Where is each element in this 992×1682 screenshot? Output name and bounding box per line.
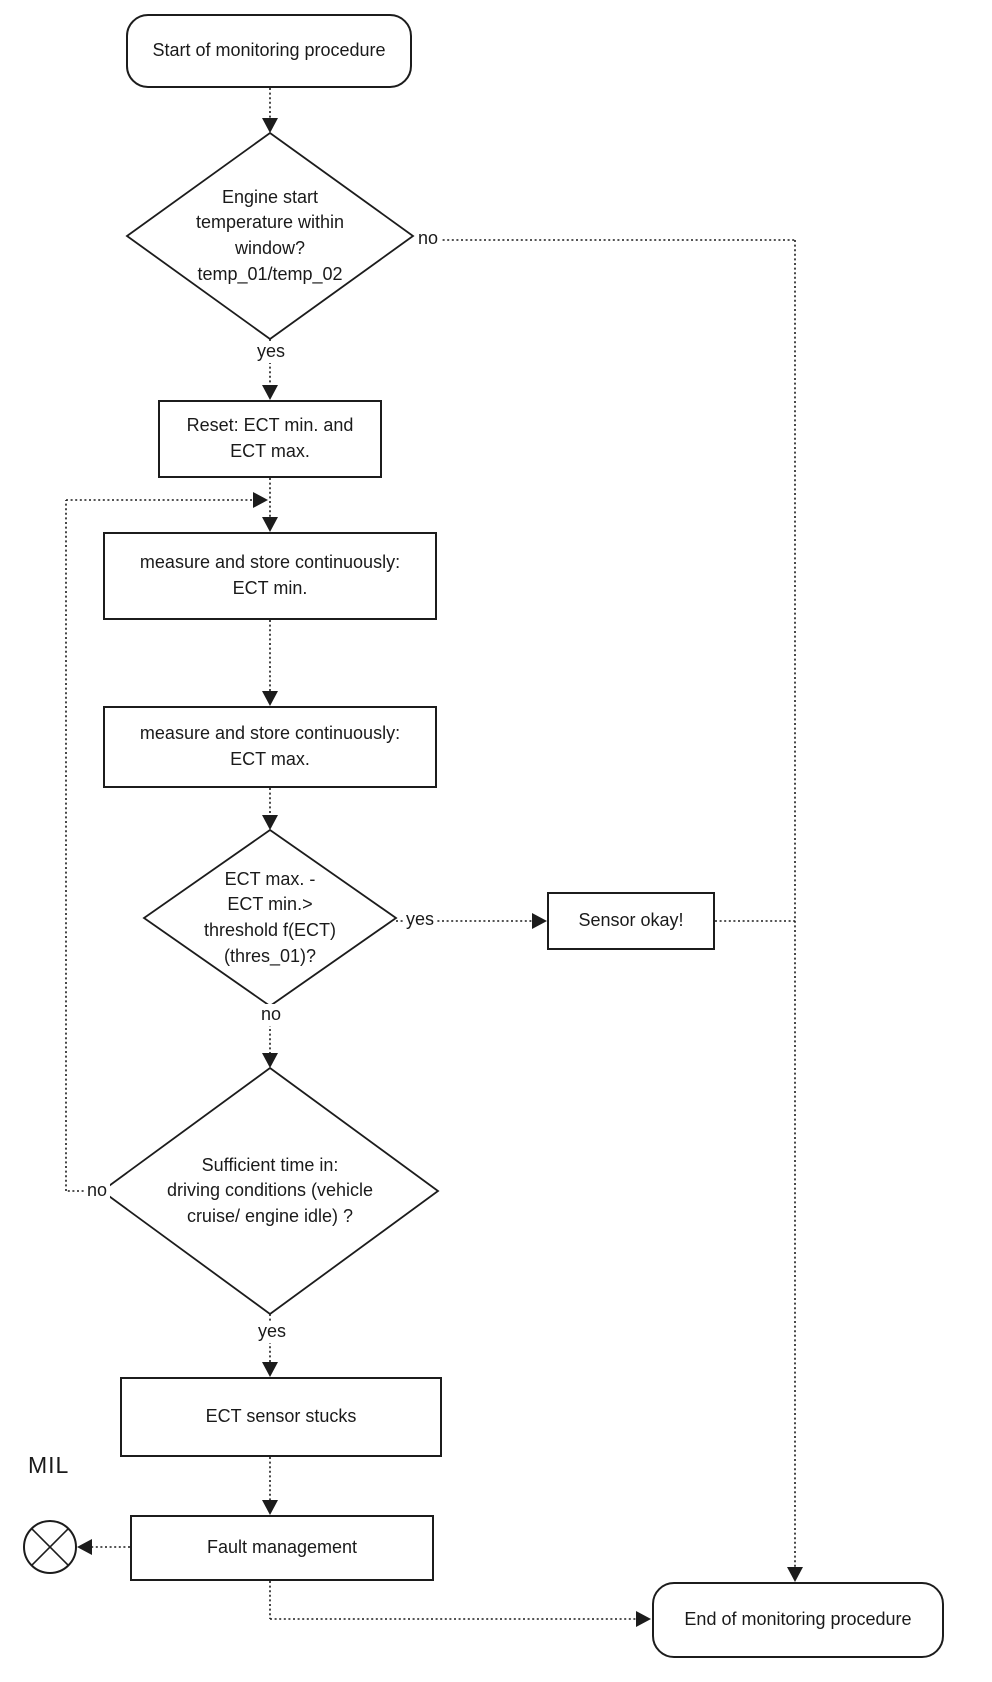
node-reset-line: Reset: ECT min. and: [186, 415, 354, 436]
node-sensor-okay: Sensor okay!: [547, 892, 715, 950]
edge-label-threshold-yes: yes: [402, 909, 438, 931]
edge-label-time-yes: yes: [254, 1321, 290, 1343]
node-measure-min-line: ECT min.: [232, 578, 308, 598]
decision-diamond-threshold: [142, 828, 398, 1008]
node-fault-management: Fault management: [130, 1515, 434, 1581]
mil-label: MIL: [28, 1452, 70, 1478]
node-end: End of monitoring procedure: [652, 1582, 944, 1658]
arrowheads: [77, 118, 803, 1627]
node-measure-min-line: measure and store continuously:: [139, 552, 401, 573]
node-reset: Reset: ECT min. and ECT max.: [158, 400, 382, 478]
edge-label-threshold-no: no: [257, 1004, 285, 1026]
decision-diamond-engine-start: [125, 131, 415, 341]
edge-label-engine-no: no: [415, 228, 442, 250]
edge-label-engine-yes: yes: [253, 341, 289, 363]
mil-lamp-icon: [23, 1520, 77, 1574]
node-fault-management-label: Fault management: [206, 1537, 358, 1558]
node-reset-line: ECT max.: [230, 441, 310, 461]
node-start-label: Start of monitoring procedure: [152, 40, 386, 61]
node-sensor-okay-label: Sensor okay!: [578, 910, 684, 931]
decision-diamond-sufficient-time: [100, 1066, 440, 1316]
node-measure-max-line: measure and store continuously:: [139, 723, 401, 744]
node-sensor-stucks: ECT sensor stucks: [120, 1377, 442, 1457]
node-sensor-stucks-label: ECT sensor stucks: [205, 1406, 357, 1427]
node-measure-min: measure and store continuously: ECT min.: [103, 532, 437, 620]
node-end-label: End of monitoring procedure: [684, 1609, 912, 1630]
node-measure-max: measure and store continuously: ECT max.: [103, 706, 437, 788]
node-measure-max-line: ECT max.: [230, 749, 310, 769]
node-start: Start of monitoring procedure: [126, 14, 412, 88]
edge-label-time-no: no: [83, 1180, 111, 1202]
